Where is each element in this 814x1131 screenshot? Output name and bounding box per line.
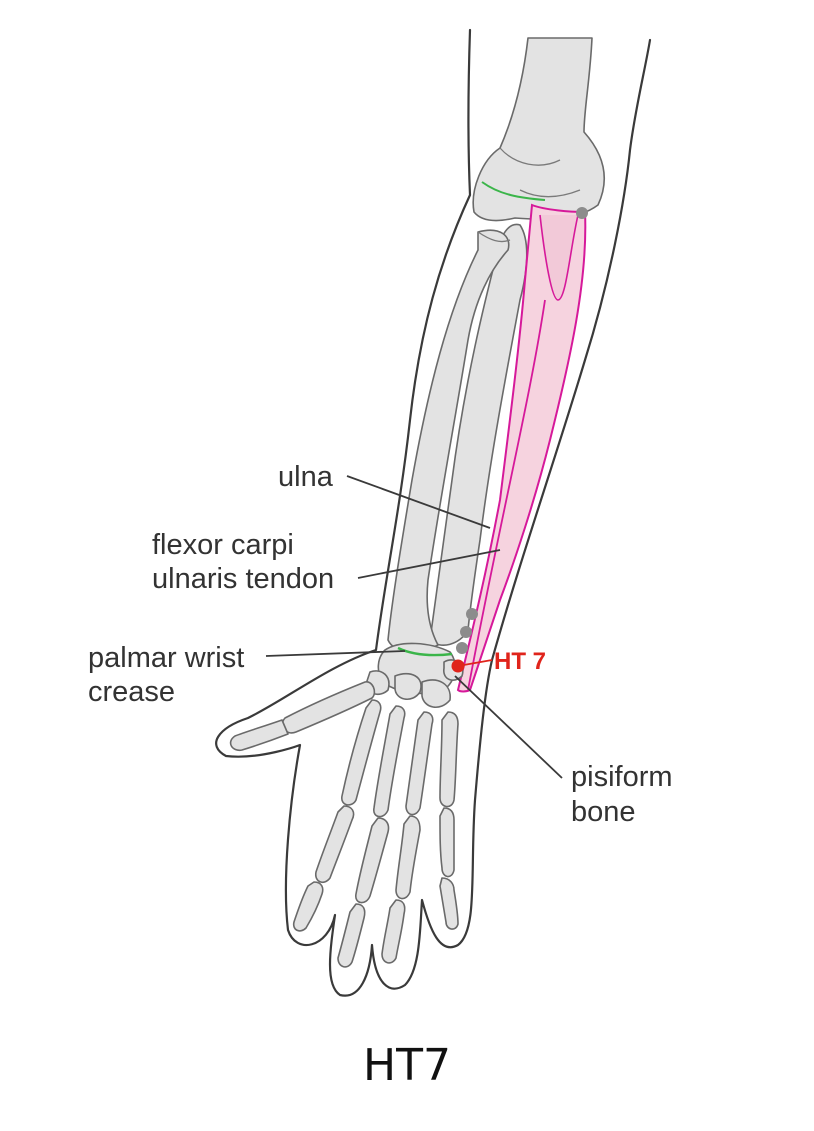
landmark-dot (460, 626, 472, 638)
thumb-bones (229, 681, 376, 752)
humerus (472, 37, 605, 222)
elbow-crease (481, 181, 546, 201)
carpal-bone (394, 672, 422, 700)
little-finger-bones (439, 807, 459, 930)
index-finger-bones (292, 805, 355, 932)
tendon-leader (357, 549, 501, 579)
carpal-bone (421, 679, 451, 708)
metacarpal (405, 711, 434, 816)
arm-outline (215, 28, 652, 997)
ring-finger-bones (381, 815, 421, 964)
medial-epicondyle-dot (576, 207, 588, 219)
crease-leader (265, 650, 406, 657)
phalanx (439, 877, 459, 930)
crease-label-line1: palmar wrist (88, 642, 244, 674)
metacarpal-bones (341, 699, 459, 818)
phalanx (395, 815, 421, 900)
phalanx (381, 899, 406, 964)
thumb-metacarpal (281, 681, 376, 734)
tendon-label-line2: ulnaris tendon (152, 563, 334, 595)
radius-bone (387, 229, 510, 653)
ht7-point-label: HT 7 (494, 648, 546, 675)
fcu-tendon (467, 299, 546, 691)
metacarpal (439, 711, 459, 808)
pisiform-label-line2: bone (571, 796, 636, 828)
ulna-bone (429, 223, 528, 646)
phalanx (355, 817, 390, 904)
ulna-label: ulna (278, 461, 334, 493)
radius-head-detail (477, 231, 511, 243)
humerus-detail (499, 147, 581, 198)
tendon-label-line1: flexor carpi (152, 529, 294, 561)
middle-finger-bones (337, 817, 390, 968)
figure-title: HT7 (363, 1040, 451, 1091)
ulna-leader (346, 475, 491, 529)
pisiform-label-line1: pisiform (571, 761, 673, 793)
landmark-dot (456, 642, 468, 654)
landmark-dot (466, 608, 478, 620)
fcu-muscle-inner-line (539, 214, 579, 301)
metacarpal (341, 699, 382, 806)
phalanx (337, 903, 366, 968)
palmar-wrist-crease (397, 646, 453, 657)
crease-label-line2: crease (88, 676, 175, 708)
ht7-leader (457, 659, 493, 667)
phalanx (292, 881, 324, 932)
phalanx (314, 805, 355, 884)
pisiform-leader (454, 675, 563, 779)
thumb-phalanx (229, 719, 289, 752)
metacarpal (373, 705, 406, 818)
phalanx (439, 807, 455, 878)
